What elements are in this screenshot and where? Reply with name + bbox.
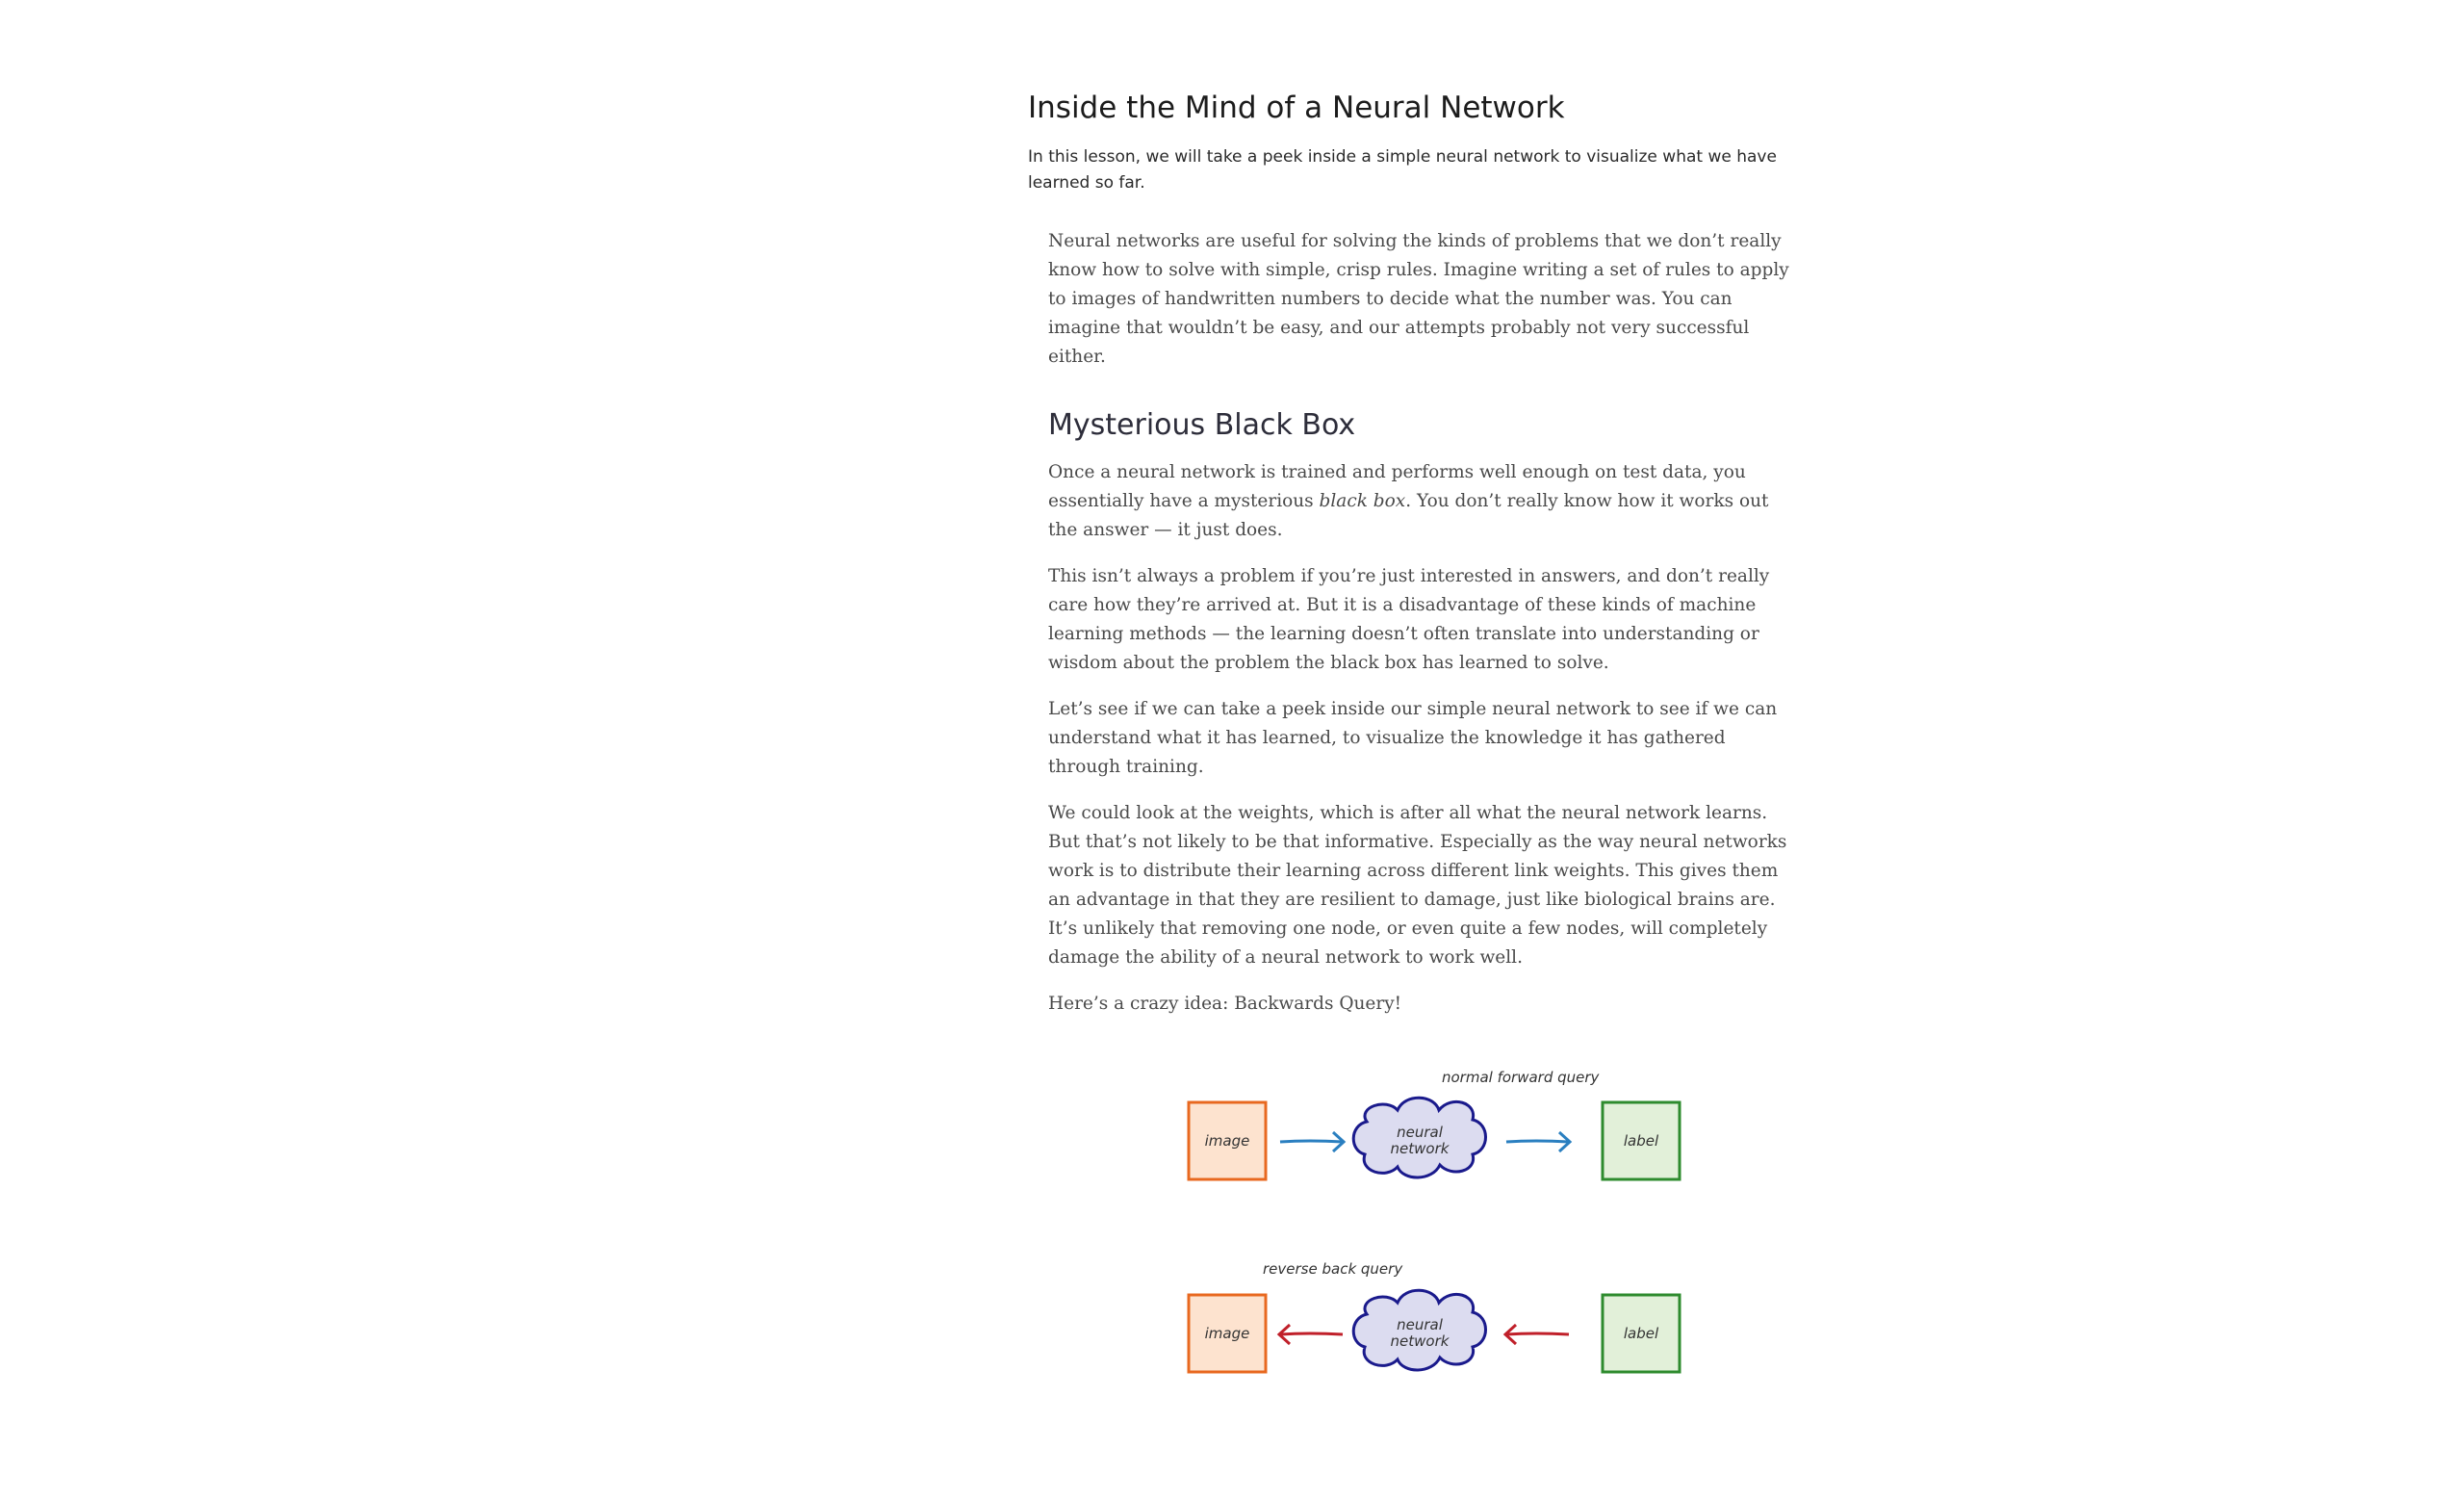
backwards-query-diagram: normal forward query image neural networ…	[1145, 1054, 1723, 1391]
diagram-svg: normal forward query image neural networ…	[1187, 1069, 1681, 1374]
image-box-label: image	[1205, 1325, 1250, 1342]
section: Mysterious Black Box	[1048, 404, 1799, 447]
arrow-head-icon	[1557, 1130, 1573, 1153]
page-title: Inside the Mind of a Neural Network	[1028, 91, 1565, 125]
paragraph-problem: This isn’t always a problem if you’re ju…	[1048, 566, 1770, 673]
paragraph-text: . You don’t really know how it works out…	[1048, 491, 1769, 540]
lesson-header: Inside the Mind of a Neural Network In t…	[1028, 85, 1827, 196]
image-box-label: image	[1205, 1132, 1250, 1150]
forward-caption: normal forward query	[1442, 1069, 1601, 1086]
lesson-summary: In this lesson, we will take a peek insi…	[1028, 147, 1777, 193]
emphasis-text: black box	[1319, 491, 1406, 511]
cloud-label-line2: network	[1391, 1140, 1450, 1157]
section-heading: Mysterious Black Box	[1048, 408, 1356, 442]
label-box	[1601, 1293, 1681, 1374]
label-box	[1601, 1100, 1681, 1181]
arrow-left-icon	[1279, 1332, 1344, 1336]
cloud-label-line1: neural	[1397, 1316, 1444, 1333]
reverse-caption: reverse back query	[1263, 1260, 1403, 1278]
paragraph-peek: Let’s see if we can take a peek inside o…	[1048, 699, 1778, 777]
neural-network-cloud	[1351, 1288, 1487, 1372]
cloud-label-line2: network	[1391, 1332, 1450, 1350]
label-box-label: label	[1624, 1132, 1659, 1150]
neural-network-cloud	[1351, 1096, 1487, 1179]
paragraph-crazy-idea: Here’s a crazy idea: Backwards Query!	[1048, 994, 1402, 1014]
label-box-label: label	[1624, 1325, 1659, 1342]
image-box	[1187, 1100, 1268, 1181]
paragraph-weights: We could look at the weights, which is a…	[1048, 803, 1787, 968]
arrow-head-icon	[1502, 1323, 1518, 1346]
article-body: Once a neural network is trained and per…	[1048, 458, 1799, 1036]
arrow-right-icon	[1505, 1139, 1570, 1144]
arrow-head-icon	[1331, 1130, 1347, 1153]
cloud-label-line1: neural	[1397, 1124, 1444, 1141]
image-box	[1187, 1293, 1268, 1374]
paragraph-black-box: Once a neural network is trained and per…	[1048, 458, 1799, 545]
article-intro: Neural networks are useful for solving t…	[1048, 227, 1799, 372]
arrow-right-icon	[1279, 1139, 1344, 1144]
arrow-left-icon	[1505, 1332, 1570, 1336]
arrow-head-icon	[1276, 1323, 1292, 1346]
paragraph-text: Once a neural network is trained and per…	[1048, 462, 1746, 511]
intro-paragraph: Neural networks are useful for solving t…	[1048, 231, 1789, 367]
